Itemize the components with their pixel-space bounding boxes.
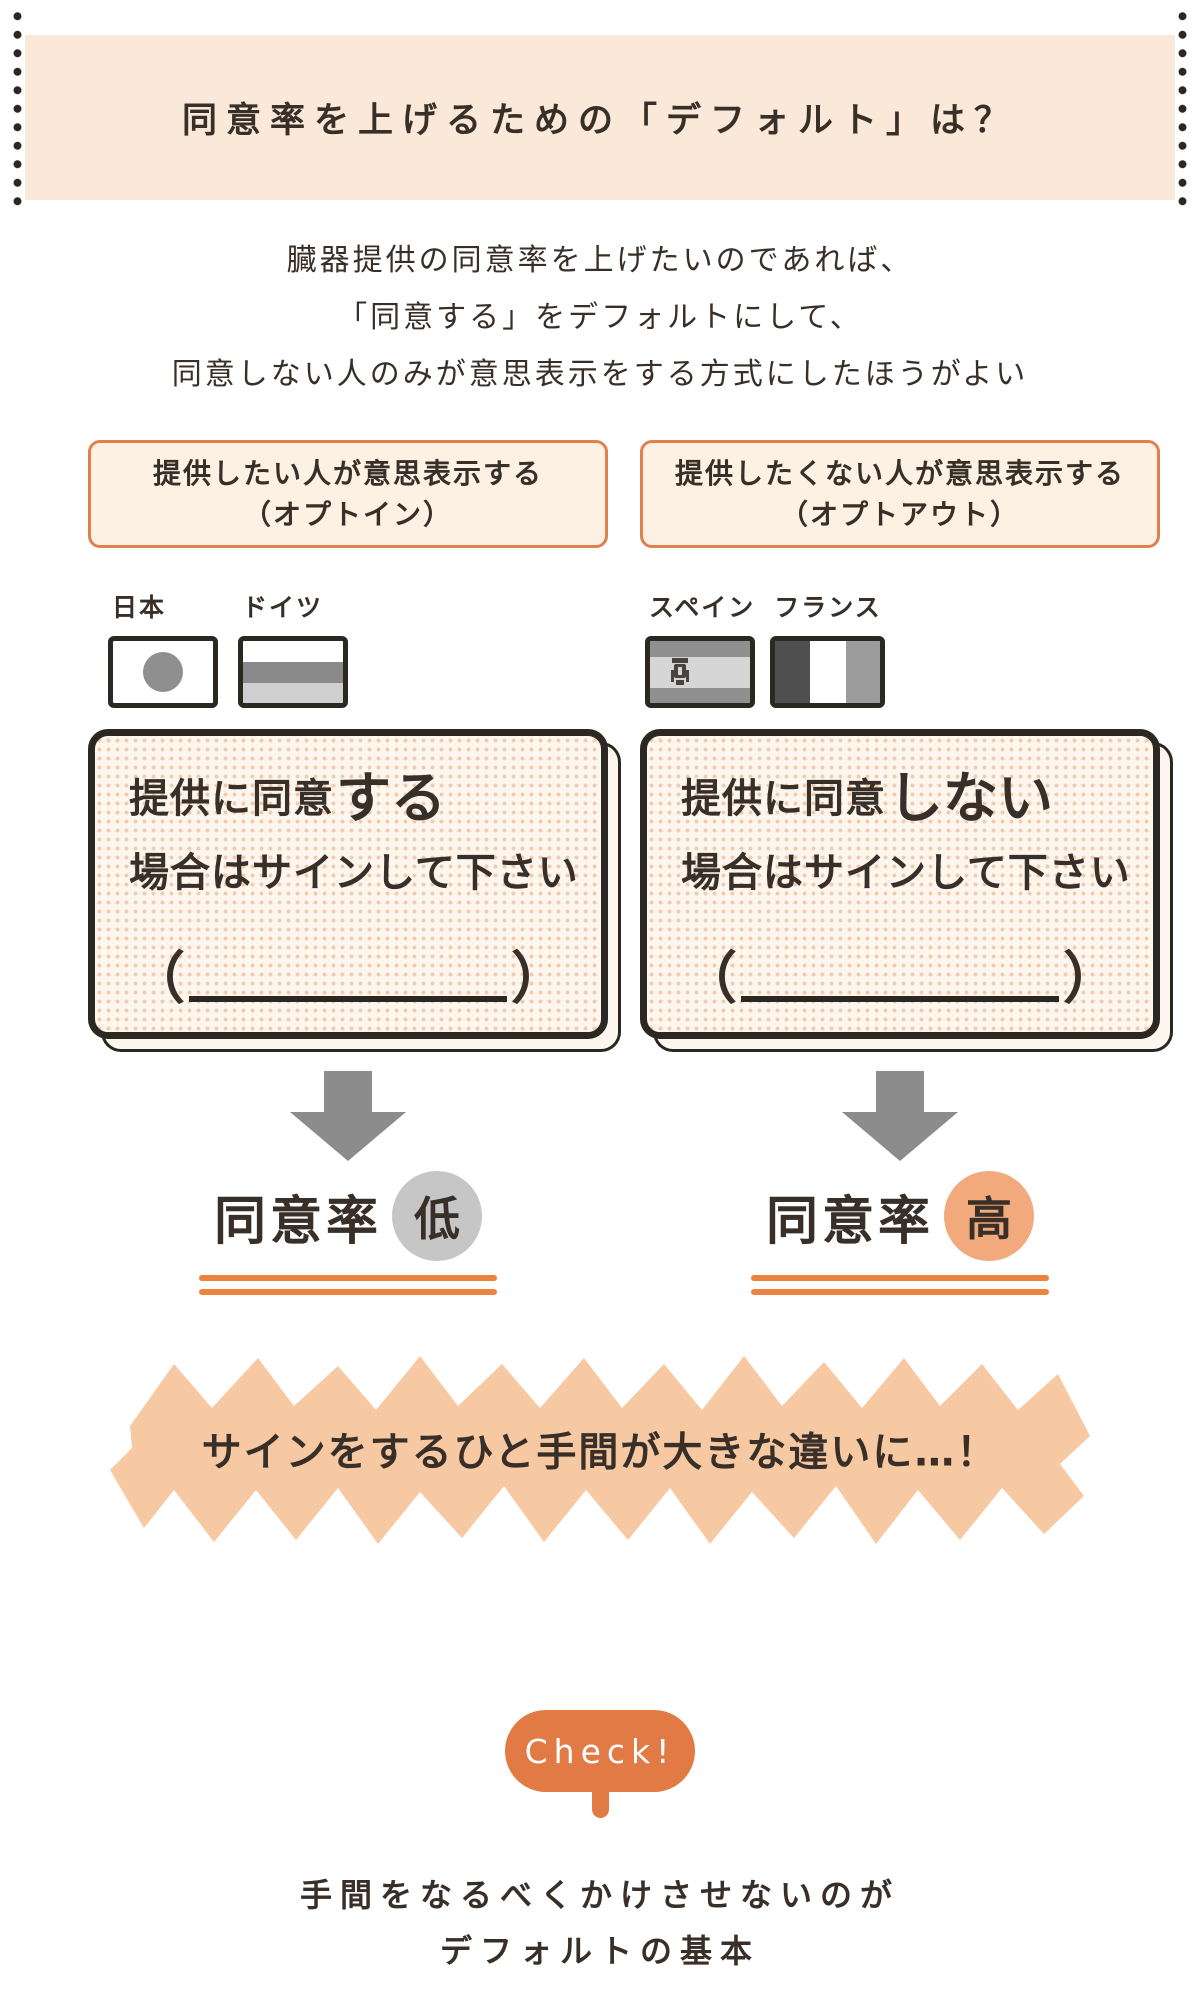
check-badge-tail — [591, 1791, 609, 1818]
flag-stripe — [243, 641, 343, 663]
paren-open: （ — [129, 947, 185, 1012]
opt-in-card-line1: 提供に同意 する — [129, 765, 567, 830]
germany-flag-item: ドイツ — [238, 588, 348, 708]
france-flag-label: フランス — [774, 593, 882, 622]
opt-in-signature-row: （ ） — [129, 952, 567, 1008]
spain-flag-item: スペイン — [645, 588, 755, 708]
underline-bar — [199, 1289, 497, 1295]
spain-flag-label: スペイン — [649, 593, 756, 622]
opt-out-flags: スペイン — [645, 588, 886, 708]
comparison-columns: 提供したい人が意思表示する （オプトイン） 日本 ドイツ — [88, 403, 1160, 1295]
banner-text: サインをするひと手間が大きな違いに…！ — [201, 1429, 999, 1476]
opt-out-label-line2: （オプトアウト） — [779, 498, 1020, 531]
dotted-border-left-icon — [13, 7, 22, 208]
header-section: 同意率を上げるための「デフォルト」は？ — [13, 7, 1187, 208]
consent-rate-label: 同意率 — [213, 1191, 382, 1252]
underline-bar — [751, 1289, 1049, 1295]
card-text: 提供に同意 — [129, 776, 334, 822]
japan-flag-item: 日本 — [108, 588, 218, 708]
flag-stripe — [775, 641, 810, 703]
spain-crest-icon — [671, 658, 689, 685]
zigzag-banner: サインをするひと手間が大きな違いに…！ — [110, 1348, 1090, 1553]
spain-flag-icon — [645, 636, 755, 708]
double-underline — [751, 1275, 1049, 1295]
underline-bar — [199, 1275, 497, 1281]
opt-in-column: 提供したい人が意思表示する （オプトイン） 日本 ドイツ — [88, 403, 608, 1295]
japan-flag-icon — [108, 636, 218, 708]
card-text-emphasis: しない — [888, 765, 1054, 830]
dotted-border-right-icon — [1178, 7, 1187, 208]
opt-in-label-box: 提供したい人が意思表示する （オプトイン） — [88, 440, 608, 548]
paren-open: （ — [681, 947, 737, 1012]
signature-line — [189, 996, 507, 1002]
intro-line-2: 「同意する」をデフォルトにして、 — [337, 300, 863, 335]
opt-out-card-line2: 場合はサインして下さい — [681, 850, 1131, 896]
opt-in-consent-card: 提供に同意 する 場合はサインして下さい （ ） — [88, 729, 608, 1039]
flag-stripe — [243, 682, 343, 703]
paren-close: ） — [511, 947, 567, 1012]
signature-line — [741, 996, 1059, 1002]
opt-out-signature-row: （ ） — [681, 952, 1119, 1008]
card-text: 提供に同意 — [681, 776, 886, 822]
japan-flag-sun — [143, 652, 183, 692]
intro-paragraph: 臓器提供の同意率を上げたいのであれば、 「同意する」をデフォルトにして、 同意し… — [0, 232, 1200, 403]
france-flag-icon — [770, 636, 886, 708]
footer-line-1: 手間をなるべくかけさせないのが — [299, 1876, 900, 1914]
opt-out-result: 同意率 高 — [766, 1171, 1034, 1261]
header-banner: 同意率を上げるための「デフォルト」は？ — [25, 35, 1175, 200]
flag-stripe — [650, 656, 750, 688]
germany-flag-label: ドイツ — [242, 593, 324, 622]
opt-in-flags: 日本 ドイツ — [108, 588, 348, 708]
opt-in-label-line2: （オプトイン） — [242, 498, 453, 531]
paren-close: ） — [1063, 947, 1119, 1012]
page-title: 同意率を上げるための「デフォルト」は？ — [181, 101, 1018, 141]
flag-stripe — [809, 641, 846, 703]
france-flag-item: フランス — [770, 588, 886, 708]
footer-takeaway: 手間をなるべくかけさせないのが デフォルトの基本 — [0, 1867, 1200, 1979]
opt-out-column: 提供したくない人が意思表示する （オプトアウト） スペイン — [640, 403, 1160, 1295]
opt-out-label-line1: 提供したくない人が意思表示する — [674, 457, 1125, 490]
intro-line-1: 臓器提供の同意率を上げたいのであれば、 — [286, 243, 914, 278]
check-section: Check! — [0, 1710, 1200, 1818]
opt-in-label-line1: 提供したい人が意思表示する — [152, 457, 543, 490]
card-text-emphasis: する — [336, 765, 447, 830]
underline-bar — [751, 1275, 1049, 1281]
opt-out-label-box: 提供したくない人が意思表示する （オプトアウト） — [640, 440, 1160, 548]
japan-flag-label: 日本 — [112, 593, 167, 622]
flag-stripe — [845, 641, 881, 703]
down-arrow-icon — [290, 1071, 406, 1161]
zigzag-shape-icon — [110, 1356, 1090, 1544]
consent-rate-high-badge: 高 — [944, 1171, 1034, 1261]
flag-stripe — [650, 687, 750, 703]
intro-line-3: 同意しない人のみが意思表示をする方式にしたほうがよい — [171, 357, 1029, 392]
flag-stripe — [650, 641, 750, 657]
consent-rate-label: 同意率 — [765, 1191, 934, 1252]
footer-line-2: デフォルトの基本 — [439, 1932, 760, 1970]
opt-in-result: 同意率 低 — [214, 1171, 482, 1261]
consent-rate-low-badge: 低 — [392, 1171, 482, 1261]
double-underline — [199, 1275, 497, 1295]
opt-in-card-line2: 場合はサインして下さい — [129, 850, 579, 896]
germany-flag-icon — [238, 636, 348, 708]
opt-out-card-line1: 提供に同意 しない — [681, 765, 1119, 830]
down-arrow-icon — [842, 1071, 958, 1161]
opt-out-consent-card: 提供に同意 しない 場合はサインして下さい （ ） — [640, 729, 1160, 1039]
check-badge: Check! — [505, 1710, 695, 1792]
flag-stripe — [243, 662, 343, 683]
